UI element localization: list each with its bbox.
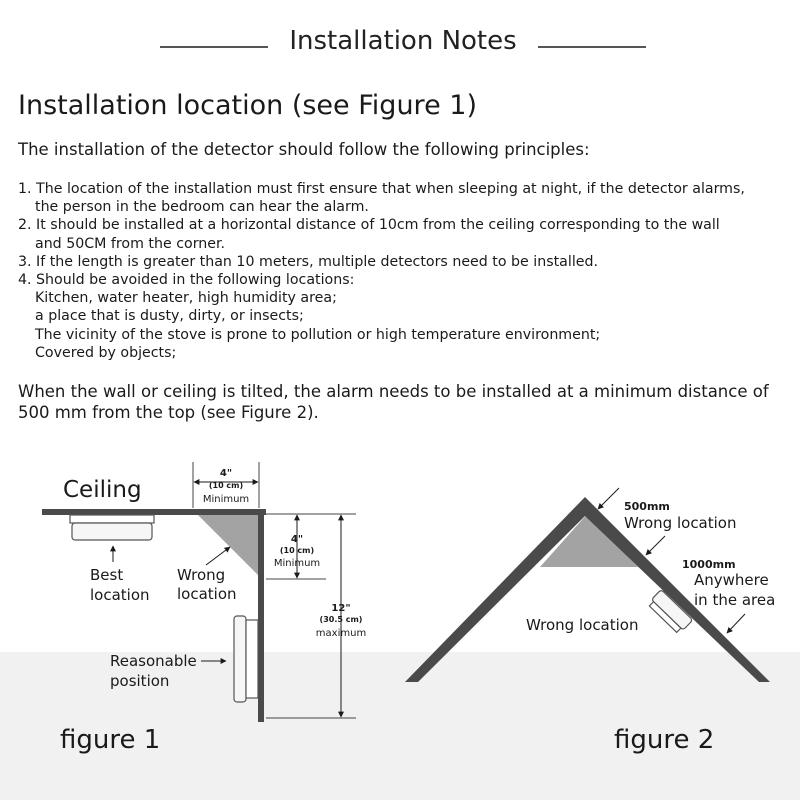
reasonable-position-detector [233,615,259,703]
list-item-1-line-2: the person in the bedroom can hear the a… [35,199,369,216]
avoid-item: Kitchen, water heater, high humidity are… [35,290,337,307]
list-item-4: 4. Should be avoided in the following lo… [18,272,355,289]
bottom-background-band [0,652,800,800]
anywhere-label-2: in the area [694,591,775,609]
installation-figures: Ceiling 4" (10 cm) Minimum 4" (10 cm) Mi… [42,462,775,755]
page-title: Installation Notes [289,26,517,56]
list-item-1-line-1: 1. The location of the installation must… [18,181,745,197]
section-title: Installation location (see Figure 1) [18,90,477,121]
slope-distance-label: 1000mm [682,558,736,571]
figure-1: Ceiling 4" (10 cm) Minimum 4" (10 cm) Mi… [42,462,366,755]
wall-line [258,509,264,722]
long-dimension-note: maximum [316,628,366,639]
detector-on-slope [648,590,693,634]
list-item-2-line-1: 2. It should be installed at a horizonta… [18,217,720,234]
avoid-item: a place that is dusty, dirty, or insects… [35,308,304,325]
top-dimension-cm: (10 cm) [209,481,243,490]
figure-1-caption: figure 1 [60,725,160,755]
ceiling-label: Ceiling [63,477,142,503]
tilted-note-line-2: 500 mm from the top (see Figure 2). [18,403,319,422]
best-location-detector [69,514,155,541]
header-rule-left [160,46,268,48]
top-dimension-note: Minimum [203,494,249,505]
wrong-location-zone [540,512,638,567]
page-header: Installation Notes [0,26,800,66]
top-dimension-value: 4" [220,468,232,479]
wrong-location-middle-label: Wrong location [526,616,639,634]
section-intro: The installation of the detector should … [18,140,590,159]
long-dimension-value: 12" [331,603,350,614]
side-dimension-value: 4" [291,534,303,545]
reasonable-position-label-1: Reasonable [110,652,197,670]
wrong-location-label-1: Wrong [177,566,225,584]
side-dimension-note: Minimum [274,558,320,569]
list-item-2-line-2: and 50CM from the corner. [35,235,226,252]
avoid-item: The vicinity of the stove is prone to po… [35,326,601,343]
ceiling-line [42,509,266,515]
wrong-location-zone [196,513,261,578]
best-location-label-2: location [90,586,150,604]
anywhere-label-1: Anywhere [694,571,769,589]
principles-list: 1. The location of the installation must… [18,180,788,362]
figure-2: 500mm Wrong location 1000mm Anywhere in … [405,487,775,755]
tilted-note-line-1: When the wall or ceiling is tilted, the … [18,382,769,401]
side-dimension-cm: (10 cm) [280,546,314,555]
header-rule-right [538,46,646,48]
figure-2-caption: figure 2 [614,725,714,755]
long-dimension-cm: (30.5 cm) [320,615,363,624]
list-item-3: 3. If the length is greater than 10 mete… [18,253,599,270]
top-distance-label: 500mm [624,500,670,513]
tilted-note: When the wall or ceiling is tilted, the … [18,381,788,423]
wrong-location-top-label: Wrong location [624,514,737,532]
reasonable-position-label-2: position [110,672,169,690]
avoid-item: Covered by objects; [35,344,177,361]
wrong-location-label-2: location [177,585,237,603]
best-location-label-1: Best [90,566,123,584]
